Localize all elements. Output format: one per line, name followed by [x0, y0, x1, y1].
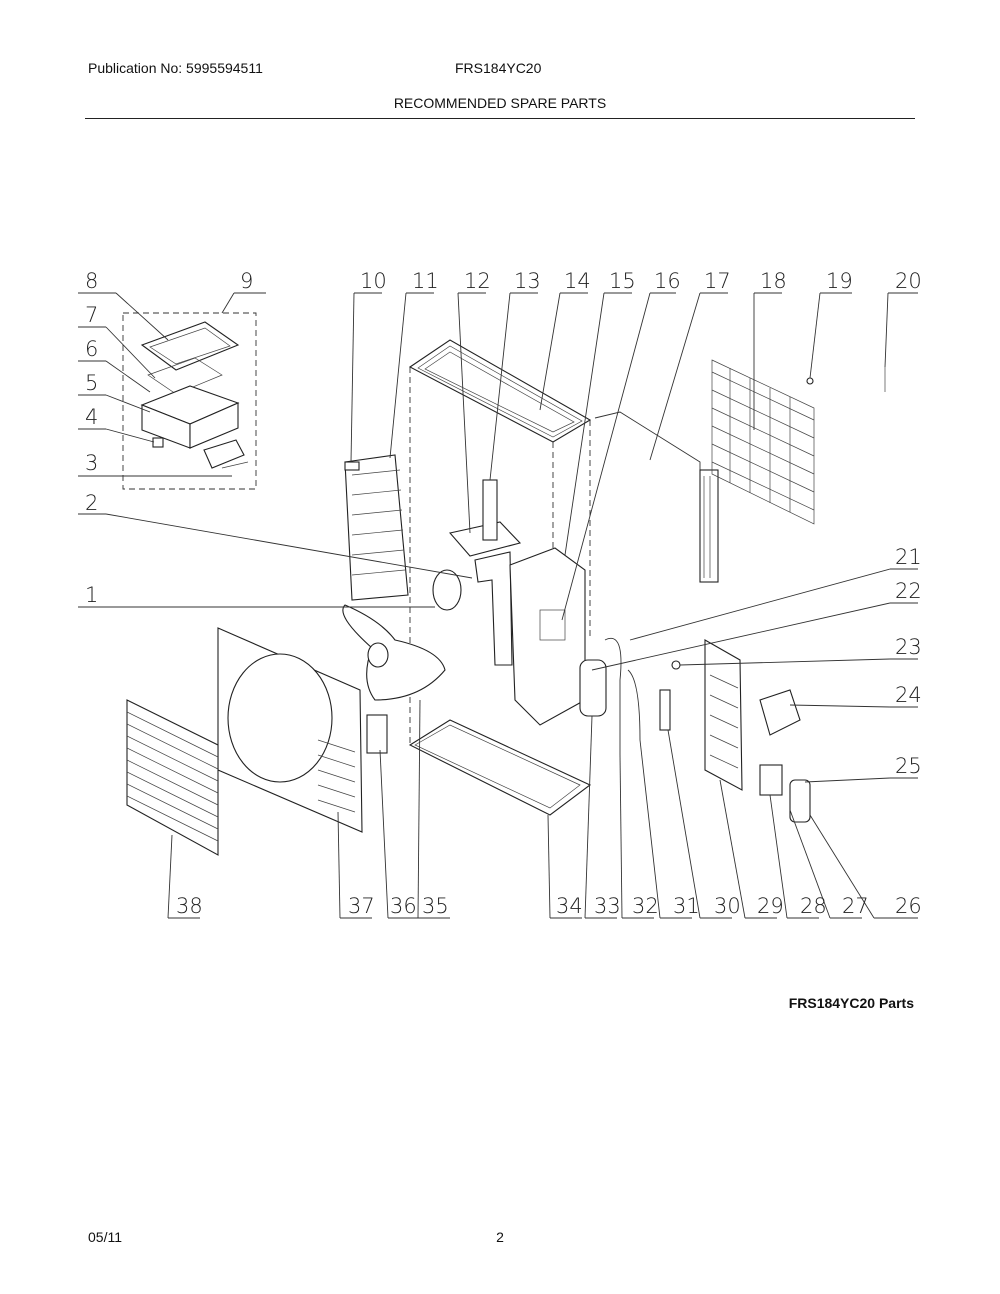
callout-37: 37 [348, 894, 375, 918]
part-2-motor-bracket [474, 551, 513, 666]
callout-23: 23 [895, 635, 922, 659]
callout-26: 26 [895, 894, 922, 918]
callout-14: 14 [564, 269, 591, 293]
part-16-reactor [539, 609, 566, 641]
model-number: FRS184YC20 [455, 60, 542, 76]
callout-10: 10 [360, 269, 387, 293]
page-number: 2 [496, 1229, 504, 1245]
callout-33: 33 [594, 894, 621, 918]
callout-13: 13 [514, 269, 541, 293]
part-8-inner [149, 327, 231, 365]
part-4-clip [152, 437, 164, 448]
callout-28: 28 [800, 894, 827, 918]
page-title: RECOMMENDED SPARE PARTS [393, 95, 607, 111]
callout-9: 9 [240, 269, 253, 293]
callout-6: 6 [85, 337, 98, 361]
part-8-cover [140, 321, 240, 371]
part-34-base-tray [408, 719, 592, 816]
callout-5: 5 [85, 371, 98, 395]
part-19-screw [806, 377, 814, 385]
part-10-handle [344, 461, 360, 471]
callout-12: 12 [464, 269, 491, 293]
callout-35: 35 [422, 894, 449, 918]
part-17-coil-end [699, 469, 719, 583]
callout-31: 31 [673, 894, 700, 918]
part-15-partition [509, 547, 586, 726]
part-30-valve [659, 689, 671, 731]
part-22-right-panel [704, 639, 743, 791]
callout-32: 32 [632, 894, 659, 918]
callout-16: 16 [654, 269, 681, 293]
callout-34: 34 [556, 894, 583, 918]
part-23-cap [671, 660, 681, 670]
callout-17: 17 [704, 269, 731, 293]
part-38-front-grille [126, 699, 219, 856]
callout-29: 29 [757, 894, 784, 918]
callout-4: 4 [85, 405, 98, 429]
callout-22: 22 [895, 579, 922, 603]
callout-38: 38 [176, 894, 203, 918]
control-group-box [122, 312, 257, 490]
part-33-compressor [579, 659, 607, 717]
part-7-sheet [147, 357, 223, 395]
callout-2: 2 [85, 491, 98, 515]
callout-1: 1 [85, 583, 98, 607]
footer-date: 05/11 [88, 1229, 122, 1245]
part-26-reactor [789, 779, 811, 823]
callout-19: 19 [826, 269, 853, 293]
part-31-pipe [627, 669, 641, 741]
part-35-fan-blade [342, 604, 446, 701]
part-18-rear-grille [711, 359, 815, 525]
part-32-pipe [604, 637, 622, 755]
callout-11: 11 [412, 269, 439, 293]
callout-25: 25 [895, 754, 922, 778]
callout-15: 15 [609, 269, 636, 293]
callout-27: 27 [842, 894, 869, 918]
callout-30: 30 [714, 894, 741, 918]
part-13-bracket [482, 479, 498, 541]
diagram-caption: FRS184YC20 Parts [788, 995, 914, 1011]
header-rule [85, 118, 915, 119]
part-1-fan-motor [432, 569, 462, 611]
part-36-plate [366, 714, 388, 754]
callout-8: 8 [85, 269, 98, 293]
part-3-terminal [203, 439, 245, 469]
callout-24: 24 [895, 683, 922, 707]
callout-3: 3 [85, 451, 98, 475]
callout-20: 20 [895, 269, 922, 293]
publication-number: Publication No: 5995594511 [88, 60, 263, 76]
part-5-box-front [189, 402, 239, 449]
part-11-side-panel [344, 454, 409, 601]
callout-36: 36 [390, 894, 417, 918]
callout-21: 21 [895, 545, 922, 569]
part-28-valve-block [759, 764, 783, 796]
callout-18: 18 [760, 269, 787, 293]
part-24-valve-cover [759, 689, 801, 736]
callout-7: 7 [85, 303, 98, 327]
